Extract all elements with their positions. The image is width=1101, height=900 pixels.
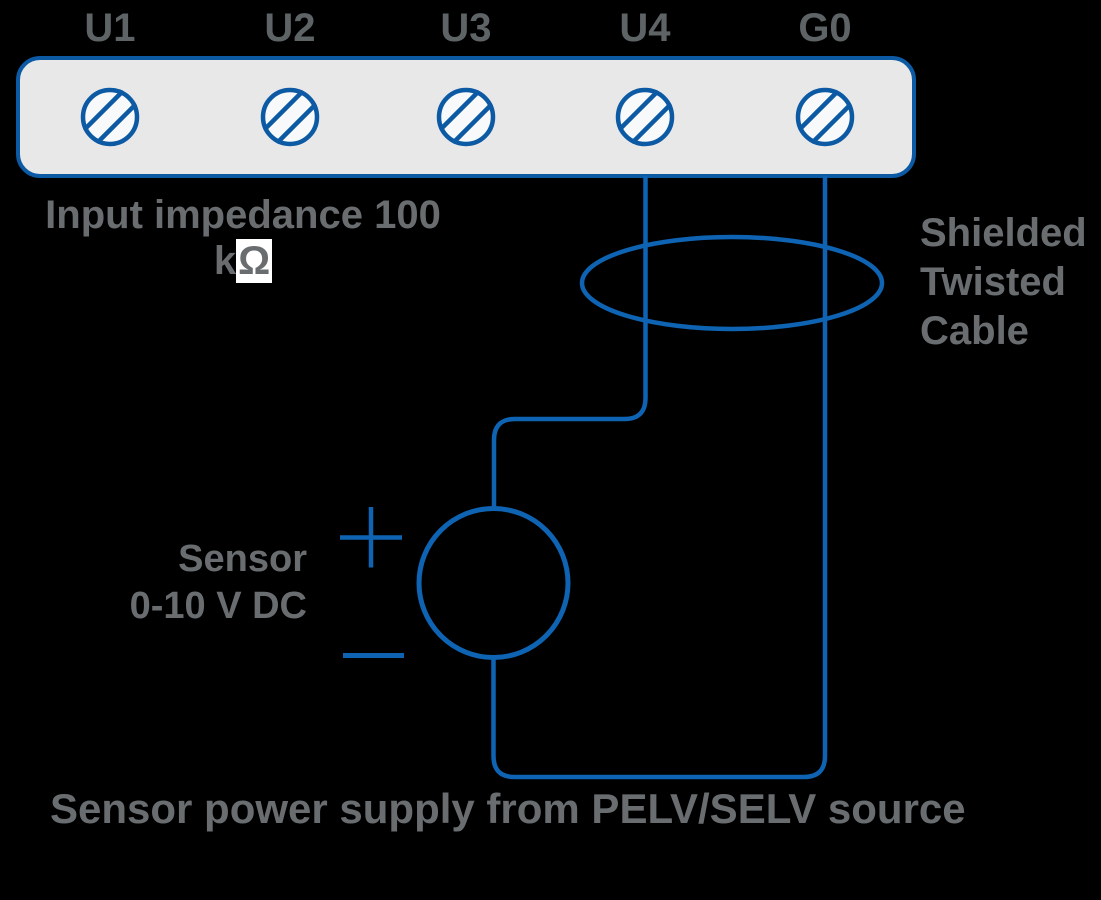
input-impedance-line1: Input impedance 100 [45, 193, 441, 237]
screw-terminal-u1-icon [80, 87, 140, 147]
u4-sensor-wire [491, 176, 648, 509]
terminal-label-u4: U4 [619, 6, 671, 50]
terminal-label-g0: G0 [798, 6, 852, 50]
shield-loop-icon [579, 234, 885, 332]
terminal-label-u3: U3 [440, 6, 492, 50]
screw-terminal-u2-icon [260, 87, 320, 147]
shield-cable-line3: Cable [920, 309, 1029, 353]
screw-terminal-u4-icon [615, 87, 675, 147]
sensor-note: Sensor 0-10 V DC [27, 536, 307, 630]
power-supply-caption: Sensor power supply from PELV/SELV sourc… [50, 785, 966, 832]
screw-terminal-u3-icon [436, 87, 496, 147]
omega-glyph: Ω [236, 239, 273, 283]
terminal-label-u2: U2 [264, 6, 316, 50]
sensor-circle [416, 506, 571, 660]
shield-cable-line1: Shielded [920, 211, 1087, 255]
g0-sensor-wire [491, 176, 828, 780]
shield-cable-line2: Twisted [920, 260, 1066, 304]
sensor-note-line2: 0-10 V DC [129, 585, 307, 627]
shield-cable-note: Shielded Twisted Cable [920, 209, 1087, 356]
input-impedance-unit-prefix: k [213, 239, 237, 283]
plus-icon [340, 507, 402, 568]
terminal-label-u1: U1 [84, 6, 136, 50]
screw-terminal-g0-icon [795, 87, 855, 147]
input-impedance-note: Input impedance 100 kΩ [13, 192, 473, 284]
sensor-note-line1: Sensor [178, 538, 307, 580]
